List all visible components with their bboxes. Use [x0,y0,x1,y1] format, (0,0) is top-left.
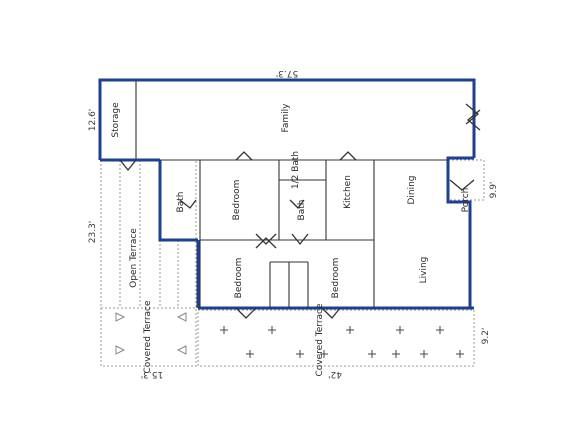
room-label-bath-left: Bath [176,192,186,213]
dimension-bottom-main: 42' [328,369,342,379]
room-label-bath-center: Bath [297,200,307,221]
dimension-left-upper: 12.6' [88,109,98,132]
room-label-storage: Storage [111,102,121,138]
room-label-half-bath: 1/2 Bath [291,151,301,189]
room-label-kitchen: Kitchen [343,175,353,209]
room-label-bedroom-top: Bedroom [232,180,242,221]
dimension-porch: 9.9' [489,182,499,199]
room-label-covered-terrace-bottom: Covered Terrace [315,303,325,376]
covered-terrace-bottom-area [197,309,475,367]
door-swings [119,103,481,319]
room-label-dining: Dining [407,175,417,204]
dimension-left-lower: 23.3' [88,221,98,244]
dimension-bottom-left: 15.3' [141,369,164,379]
room-label-porch: Porch [461,188,471,213]
open-terrace-area [100,159,197,309]
interior-walls [135,80,448,308]
terrace-crosses [220,326,464,358]
exterior-walls [98,78,476,310]
room-label-covered-terrace-left: Covered Terrace [143,300,153,373]
dimension-top: 57.3' [276,68,299,78]
covered-terrace-left-area [100,307,197,367]
dimension-right-lower: 9.2' [481,328,491,345]
room-label-bedroom-bottom-left: Bedroom [234,258,244,299]
room-label-bedroom-bottom-center: Bedroom [331,258,341,299]
room-label-open-terrace: Open Terrace [129,228,139,288]
room-label-family: Family [281,103,291,133]
room-label-living: Living [419,257,429,284]
